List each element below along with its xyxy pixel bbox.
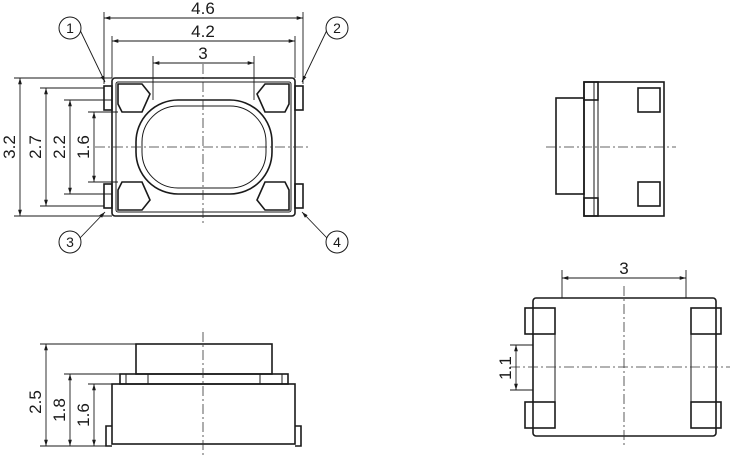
callout-4: 4 xyxy=(333,234,341,250)
dim-terminal-height: 2.7 xyxy=(26,135,45,159)
dim-body-height: 2.2 xyxy=(50,135,69,159)
callout-1: 1 xyxy=(66,20,74,36)
terminal-3 xyxy=(103,183,113,209)
terminal-1 xyxy=(103,85,113,111)
dim-front-body-height: 1.8 xyxy=(50,398,69,422)
terminal-4 xyxy=(294,183,304,209)
callout-2: 2 xyxy=(333,20,341,36)
dim-bottom-body-width: 3 xyxy=(619,259,628,278)
top-view: 4.6 4.2 3 3.2 2.7 2.2 1.6 1 2 xyxy=(0,0,349,254)
side-view xyxy=(546,81,676,217)
dim-terminal-span: 4.2 xyxy=(191,22,215,41)
callout-3: 3 xyxy=(66,234,74,250)
dim-total-height: 2.5 xyxy=(26,390,45,414)
side-view-body xyxy=(583,81,665,217)
dim-pad-height: 1.1 xyxy=(496,356,515,380)
terminal-2 xyxy=(294,85,304,111)
dim-button-height: 1.6 xyxy=(74,135,93,159)
front-view-button xyxy=(135,343,273,375)
front-view-body xyxy=(111,383,296,445)
bottom-view: 3 1.1 xyxy=(496,259,730,446)
dim-overall-width: 4.6 xyxy=(191,0,215,18)
dim-overall-height: 3.2 xyxy=(0,135,19,159)
dim-base-height: 1.6 xyxy=(74,403,93,427)
dim-body-width: 3 xyxy=(198,44,207,63)
front-view: 2.5 1.8 1.6 xyxy=(26,332,302,456)
